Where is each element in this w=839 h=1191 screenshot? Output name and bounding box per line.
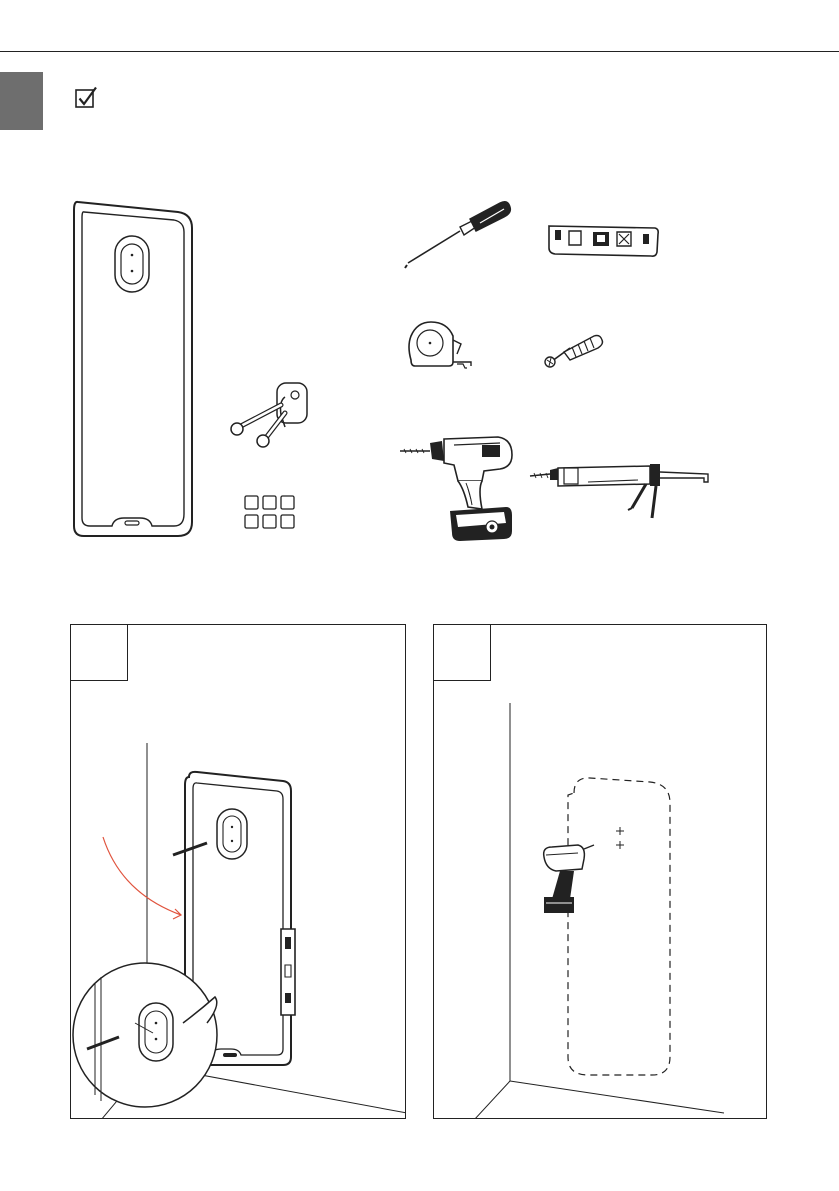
spirit-level-icon — [545, 220, 665, 260]
screwdriver-icon — [400, 195, 515, 270]
section-tab — [0, 72, 43, 130]
step-1-illustration — [71, 625, 406, 1119]
step-panel-1 — [70, 624, 406, 1119]
step-panel-2 — [433, 624, 767, 1119]
cordless-drill-icon — [398, 435, 518, 545]
mirror-panel-illustration — [70, 196, 195, 541]
tape-measure-icon — [405, 318, 480, 373]
caulking-gun-icon — [528, 458, 713, 520]
step-2-illustration — [434, 625, 767, 1119]
wall-plug-and-screw-icon — [542, 330, 607, 370]
top-rule — [0, 51, 839, 52]
adhesive-pads-illustration — [243, 492, 299, 532]
double-towel-hook-illustration — [225, 375, 315, 450]
checked-box-icon — [74, 86, 98, 110]
